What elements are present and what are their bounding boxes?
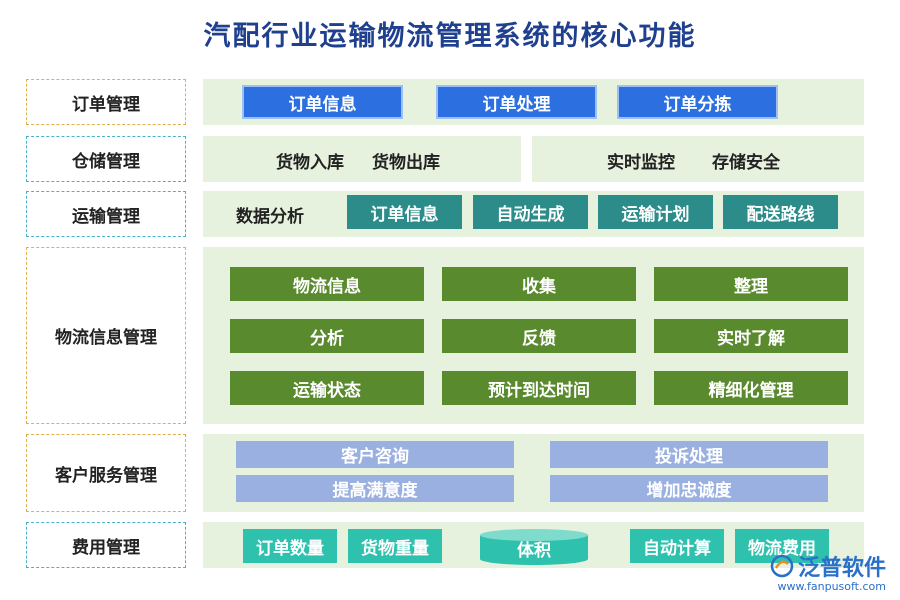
storage-right-1: 实时监控 <box>607 153 675 173</box>
info-item-5: 反馈 <box>442 319 636 353</box>
transport-plain: 数据分析 <box>236 207 304 227</box>
transport-item-3: 运输计划 <box>598 195 713 229</box>
cost-item-1: 订单数量 <box>243 529 337 563</box>
transport-item-2: 自动生成 <box>473 195 588 229</box>
panel-storage-left <box>203 136 521 182</box>
logo-name: 泛普软件 <box>797 556 886 581</box>
label-service: 客户服务管理 <box>26 434 186 512</box>
info-item-7: 运输状态 <box>230 371 424 405</box>
label-transport: 运输管理 <box>26 191 186 237</box>
order-item-3: 订单分拣 <box>617 85 778 119</box>
brand-logo: 泛普软件 www.fanpusoft.com <box>770 550 886 593</box>
cost-item-5: 物流费用 <box>735 529 829 563</box>
storage-right-2: 存储安全 <box>712 153 780 173</box>
service-item-3: 提高满意度 <box>236 475 514 502</box>
info-item-9: 精细化管理 <box>654 371 848 405</box>
logo-url: www.fanpusoft.com <box>777 580 886 593</box>
label-cost: 费用管理 <box>26 522 186 568</box>
label-order: 订单管理 <box>26 79 186 125</box>
cost-volume-cylinder <box>480 529 588 565</box>
order-item-1: 订单信息 <box>242 85 403 119</box>
page-title: 汽配行业运输物流管理系统的核心功能 <box>203 21 697 52</box>
service-item-4: 增加忠诚度 <box>550 475 828 502</box>
info-item-2: 收集 <box>442 267 636 301</box>
storage-left-1: 货物入库 <box>276 153 344 173</box>
cost-item-2: 货物重量 <box>348 529 442 563</box>
transport-item-1: 订单信息 <box>347 195 462 229</box>
info-item-3: 整理 <box>654 267 848 301</box>
info-item-6: 实时了解 <box>654 319 848 353</box>
info-item-8: 预计到达时间 <box>442 371 636 405</box>
info-item-4: 分析 <box>230 319 424 353</box>
info-item-1: 物流信息 <box>230 267 424 301</box>
transport-item-4: 配送路线 <box>723 195 838 229</box>
panel-storage-right <box>532 136 864 182</box>
storage-left-2: 货物出库 <box>372 153 440 173</box>
cost-item-3: 体积 <box>517 540 551 561</box>
fanpu-logo-icon <box>770 554 794 578</box>
order-item-2: 订单处理 <box>436 85 597 119</box>
label-storage: 仓储管理 <box>26 136 186 182</box>
service-item-2: 投诉处理 <box>550 441 828 468</box>
cost-item-4: 自动计算 <box>630 529 724 563</box>
label-info: 物流信息管理 <box>26 247 186 424</box>
service-item-1: 客户咨询 <box>236 441 514 468</box>
